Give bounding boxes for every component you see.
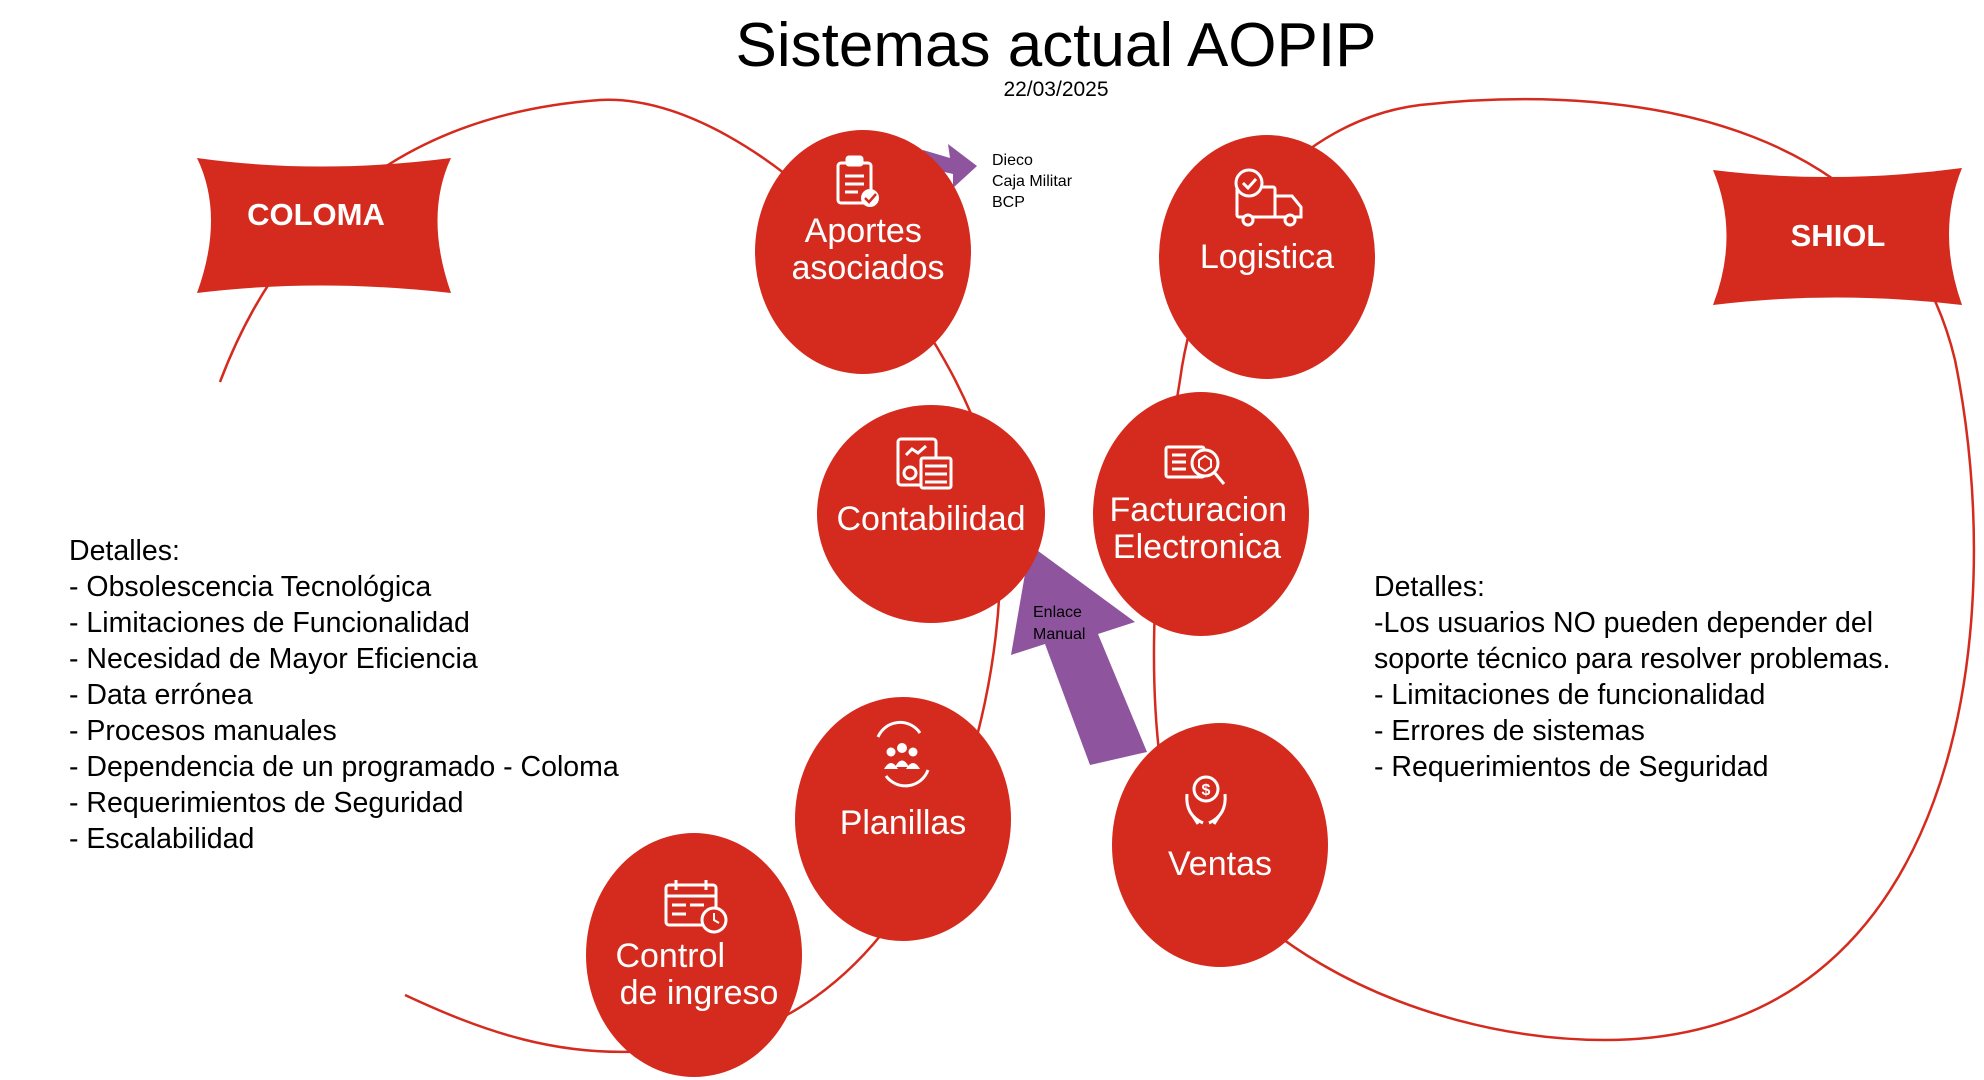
aportes-label-line: Aportes — [805, 212, 922, 250]
details-left-line: - Obsolescencia Tecnológica — [69, 571, 431, 603]
details-right-line: - Errores de sistemas — [1374, 715, 1645, 747]
details-left: Detalles: - Obsolescencia Tecnológica - … — [69, 535, 627, 855]
facturacion-label-line: Facturacion — [1109, 491, 1287, 529]
node-contabilidad: Contabilidad — [817, 405, 1045, 623]
shiol-banner: SHIOL — [1713, 168, 1962, 305]
details-left-line: - Dependencia de un programado - Coloma — [69, 751, 619, 783]
coloma-banner-label: COLOMA — [247, 197, 385, 232]
enlace-manual-arrow — [1011, 545, 1147, 765]
details-left-line: - Limitaciones de Funcionalidad — [69, 607, 470, 639]
page-date: 22/03/2025 — [1003, 78, 1108, 101]
details-right-line: Detalles: — [1374, 571, 1485, 603]
aportes-note-line: BCP — [992, 194, 1025, 211]
enlace-manual-label: Enlace Manual — [1033, 604, 1086, 643]
svg-text:Facturacion Electronica: Facturacion Electronica — [1109, 491, 1296, 566]
planillas-label: Planillas — [840, 804, 967, 842]
node-facturacion-electronica: Facturacion Electronica — [1093, 392, 1309, 636]
svg-text:Aportes asociados: Aportes asociados — [791, 212, 944, 287]
details-right-line: - Requerimientos de Seguridad — [1374, 751, 1768, 783]
aportes-note: Dieco Caja Militar BCP — [992, 152, 1076, 211]
ventas-label: Ventas — [1168, 845, 1272, 883]
enlace-label-line: Enlace — [1033, 604, 1082, 621]
control-label-line: de ingreso — [620, 974, 779, 1012]
svg-text:Control de ingreso: Control de ingreso — [615, 937, 778, 1012]
details-left-line: - Requerimientos de Seguridad — [69, 787, 463, 819]
node-ventas: $ Ventas — [1112, 723, 1328, 967]
logistica-label: Logistica — [1200, 238, 1334, 276]
coloma-banner: COLOMA — [197, 158, 451, 293]
svg-text:$: $ — [1202, 782, 1211, 799]
aportes-arrow — [923, 144, 977, 188]
money-hands-icon: $ — [1185, 775, 1227, 825]
details-left-line: - Necesidad de Mayor Eficiencia — [69, 643, 478, 675]
enlace-label-line: Manual — [1033, 626, 1085, 643]
calculator-report-icon — [896, 437, 953, 490]
details-left-line: - Procesos manuales — [69, 715, 337, 747]
node-logistica: Logistica — [1159, 135, 1375, 379]
details-right-line: soporte técnico para resolver problemas. — [1374, 643, 1890, 675]
details-left-line: Detalles: — [69, 535, 180, 567]
details-left-line: - Escalabilidad — [69, 823, 254, 855]
invoice-search-icon — [1164, 445, 1226, 485]
details-right-line: - Limitaciones de funcionalidad — [1374, 679, 1765, 711]
control-label-line: Control — [615, 937, 725, 975]
contabilidad-label: Contabilidad — [836, 500, 1025, 538]
details-right: Detalles: -Los usuarios NO pueden depend… — [1374, 571, 1898, 783]
aportes-note-line: Caja Militar — [992, 173, 1073, 190]
team-cycle-icon — [876, 720, 930, 788]
calendar-clock-icon — [664, 880, 728, 934]
details-right-line: -Los usuarios NO pueden depender del — [1374, 607, 1873, 639]
node-planillas: Planillas — [795, 697, 1011, 941]
facturacion-label-line: Electronica — [1113, 528, 1281, 566]
node-control-de-ingreso: Control de ingreso — [586, 833, 802, 1077]
aportes-label-line: asociados — [791, 249, 944, 287]
shiol-banner-label: SHIOL — [1791, 218, 1886, 253]
clipboard-check-icon — [836, 155, 879, 207]
details-left-line: - Data errónea — [69, 679, 253, 711]
node-aportes-asociados: Aportes asociados — [755, 130, 971, 374]
delivery-truck-icon — [1234, 168, 1303, 227]
aportes-note-line: Dieco — [992, 152, 1033, 169]
page-title: Sistemas actual AOPIP — [736, 11, 1377, 80]
